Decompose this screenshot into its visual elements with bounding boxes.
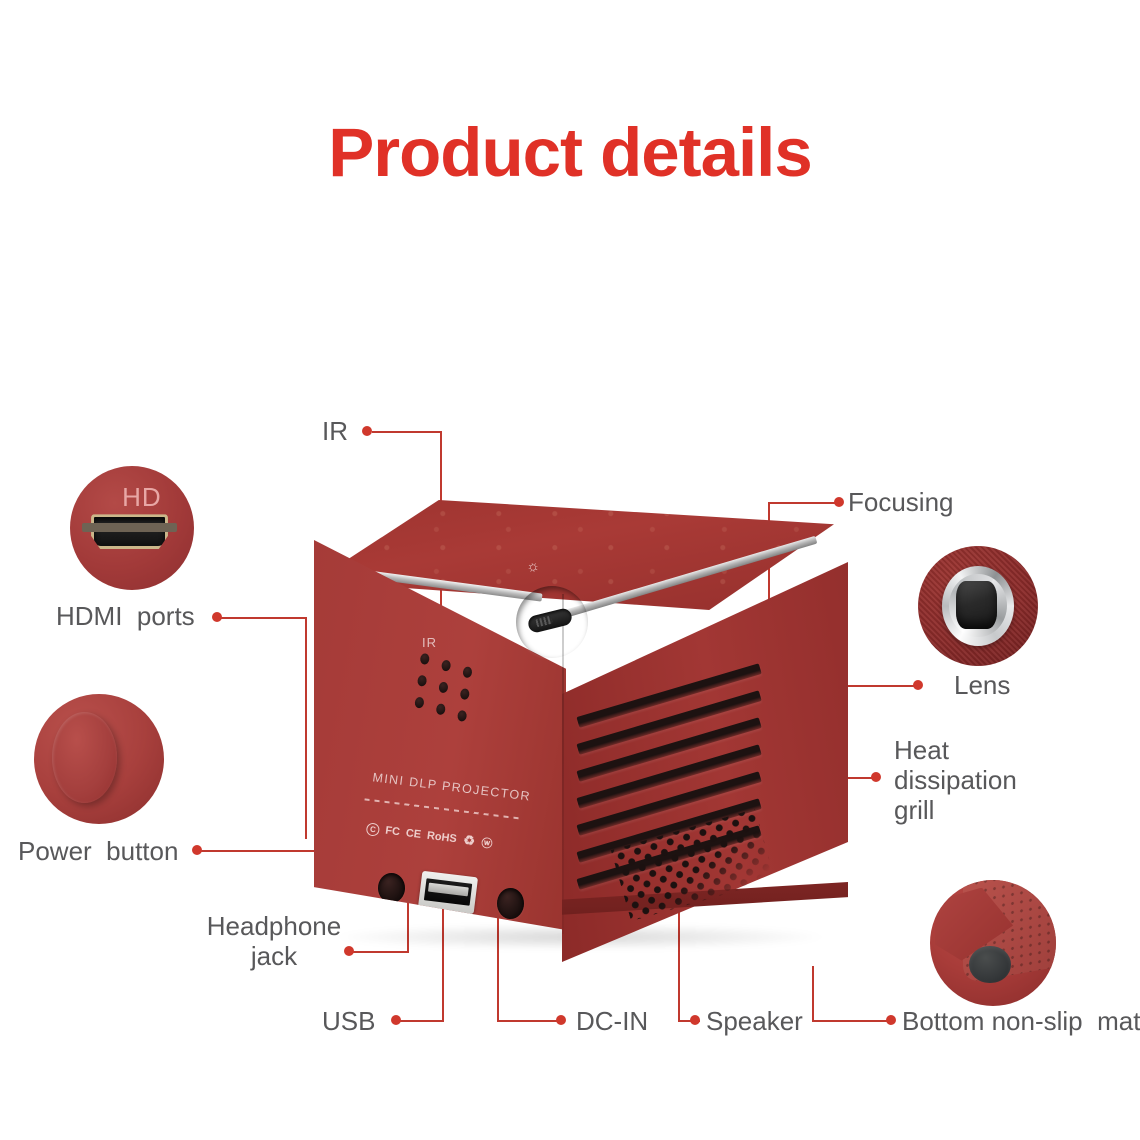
leader-dot-speaker [690,1015,700,1025]
leader-line-speaker-vertical [678,878,680,1021]
leader-line-focusing-vertical [768,502,770,657]
leader-line-hdmi-vertical [305,617,307,839]
leader-line-lens-horizontal [818,685,922,687]
leader-line-ir-horizontal [372,431,442,433]
leader-line-mat-horizontal [812,1020,894,1022]
leader-line-speaker-horizontal [678,1020,700,1022]
cube-vertical-edge [562,594,564,934]
callout-label-ir: IR [322,416,348,446]
leader-dot-lens [913,680,923,690]
page-title: Product details [328,114,812,191]
callout-label-lens: Lens [954,670,1011,700]
power-button-detail-bubble [34,694,164,824]
rohs-mark-icon: RoHS [426,829,458,846]
power-button-icon [52,712,118,804]
leader-dot-mat [886,1015,896,1025]
fcc-mark-icon: FC [384,824,401,839]
leader-dot-heat [871,772,881,782]
c-mark-icon: C [365,821,381,837]
leader-dot-power [192,845,202,855]
dc-in-port [497,888,524,919]
leader-line-usb-horizontal [400,1020,444,1022]
leader-dot-headphone [344,946,354,956]
callout-label-power-button: Power button [18,836,179,866]
leader-line-mat-vertical [812,966,814,1021]
leader-dot-focusing [834,497,844,507]
leader-line-hdmi-horizontal [221,617,307,619]
rubber-foot-icon [969,945,1011,984]
leader-dot-hdmi [212,612,222,622]
callout-label-usb: USB [322,1006,376,1036]
leader-line-power-horizontal [201,850,336,852]
headphone-jack-port [378,873,405,903]
callout-label-speaker: Speaker [706,1006,803,1036]
certification-marks: C FC CE RoHS ♻ ⓦ [365,820,493,851]
usb-port [417,870,479,915]
hdmi-port-icon [91,514,168,550]
model-nameplate: MINI DLP PROJECTOR [371,770,532,804]
hd-marking-text: HD [122,482,162,513]
leader-line-focusing-horizontal [768,502,840,504]
headphone-icon: ♟ [379,904,393,921]
hdmi-pin-row [82,523,177,532]
lens-glass-icon [956,580,998,629]
leader-line-headphone-horizontal [353,951,409,953]
callout-label-heat-dissipation-grill: Heat dissipation grill [894,735,1017,825]
leader-line-usb-vertical [442,858,444,1021]
nameplate-divider [364,798,522,820]
callout-label-bottom-non-slip-mat: Bottom non-slip mat [902,1006,1140,1036]
recycle-mark-icon: ♻ [462,832,476,849]
callout-label-dc-in: DC-IN [576,1006,649,1036]
lens-detail-bubble [918,546,1038,666]
hdmi-port-detail-bubble: HD [70,466,194,590]
leader-line-dcin-horizontal [497,1020,565,1022]
ce-mark-icon: CE [405,827,422,841]
projector-product-image: IR MINI DLP PROJECTOR C FC CE RoHS ♻ ⓦ [300,500,860,970]
ir-receiver-icon [413,652,474,722]
leader-dot-dcin [556,1015,566,1025]
callout-label-hdmi-ports: HDMI ports [56,601,195,631]
callout-label-focusing: Focusing [848,487,954,517]
leader-line-dcin-vertical [497,872,499,1021]
non-slip-mat-detail-bubble [930,880,1056,1006]
ir-marking-label: IR [422,635,437,650]
weee-mark-icon: ⓦ [480,837,494,851]
callout-label-headphone-jack: Headphone jack [206,911,342,971]
leader-dot-usb [391,1015,401,1025]
leader-dot-ir [362,426,372,436]
